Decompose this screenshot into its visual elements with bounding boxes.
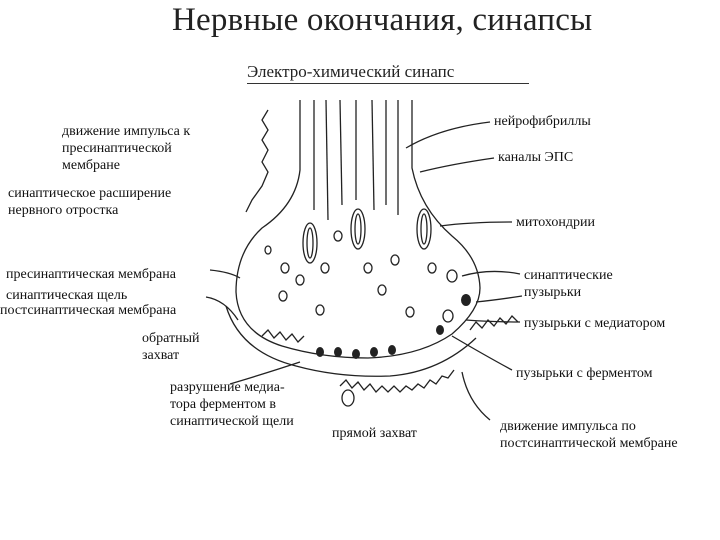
neurofibril <box>325 99 329 221</box>
label-syn-expansion-2: нервного отростка <box>8 203 119 218</box>
label-impulse-presyn-2: пресинаптической <box>62 141 172 156</box>
mediator-vesicle <box>316 347 324 357</box>
vesicle <box>315 304 325 316</box>
leader-line <box>419 157 495 173</box>
diagram-subtitle: Электро-химический синапс <box>247 62 455 81</box>
label-mediator-vesicles: пузырьки с медиатором <box>524 316 666 331</box>
label-impulse-postsyn-1: движение импульса по <box>500 419 636 434</box>
mitochondrion <box>350 208 366 250</box>
vesicle <box>377 284 387 296</box>
vesicle <box>446 269 458 283</box>
label-eps-channels: каналы ЭПС <box>498 150 574 165</box>
mediator-vesicle <box>352 349 360 359</box>
label-reuptake-1: обратный <box>142 331 200 346</box>
leader-line <box>229 361 301 385</box>
vesicle <box>442 309 454 323</box>
vesicle <box>295 274 305 286</box>
label-destruction-2: тора ферментом в <box>170 397 276 412</box>
vesicle <box>427 262 437 274</box>
leader-line <box>205 296 239 321</box>
leader-line <box>461 270 521 277</box>
leader-line <box>209 269 241 279</box>
leader-line <box>439 221 513 227</box>
vesicle <box>333 230 343 242</box>
label-impulse-postsyn-2: постсинаптической мембране <box>500 436 678 451</box>
label-destruction-1: разрушение медиа- <box>170 380 285 395</box>
leader-line <box>405 121 491 149</box>
mitochondrion <box>420 213 428 245</box>
label-presyn-membrane: пресинаптическая мембрана <box>6 267 176 282</box>
mediator-vesicle <box>388 345 396 355</box>
vesicle <box>390 254 400 266</box>
leader-line <box>465 319 521 323</box>
mediator-vesicle <box>461 294 471 306</box>
neurofibril <box>339 99 343 206</box>
label-syn-cleft: синаптическая щель <box>6 288 128 303</box>
mediator-vesicle <box>370 347 378 357</box>
postsynaptic-membrane <box>225 305 477 377</box>
vesicle <box>363 262 373 274</box>
mitochondrion <box>416 208 432 250</box>
cleft-particle <box>341 389 355 407</box>
leader-line <box>461 371 491 421</box>
label-impulse-presyn-1: движение импульса к <box>62 124 191 139</box>
left-process-outline <box>245 109 269 213</box>
leader-line <box>451 335 513 371</box>
label-syn-vesicles-2: пузырьки <box>524 285 582 300</box>
subtitle-underline <box>247 83 529 84</box>
mitochondrion <box>354 213 362 245</box>
mitochondrion <box>302 222 318 264</box>
page-title: Нервные окончания, синапсы <box>172 2 593 38</box>
label-syn-vesicles-1: синаптические <box>524 268 613 283</box>
label-reuptake-2: захват <box>142 348 180 363</box>
label-neurofibrils: нейрофибриллы <box>494 114 591 129</box>
axon-outline-left <box>235 100 481 359</box>
mediator-vesicle <box>436 325 444 335</box>
label-mitochondria: митохондрии <box>516 215 596 230</box>
mitochondrion <box>306 227 314 259</box>
vesicle <box>405 306 415 318</box>
label-postsyn-membrane: постсинаптическая мембрана <box>0 303 177 318</box>
label-syn-expansion-1: синаптическое расширение <box>8 186 172 201</box>
mediator-vesicle <box>334 347 342 357</box>
label-enzyme-vesicles: пузырьки с ферментом <box>516 366 653 381</box>
label-destruction-3: синаптической щели <box>170 414 294 429</box>
label-impulse-presyn-3: мембране <box>62 158 120 173</box>
vesicle <box>280 262 290 274</box>
postsynaptic-membrane-outer <box>261 329 455 393</box>
vesicle <box>278 290 288 302</box>
vesicle <box>320 262 330 274</box>
neurofibril <box>371 99 375 211</box>
vesicle <box>264 245 272 255</box>
membrane-zigzag-top <box>469 315 519 331</box>
leader-line <box>475 295 523 303</box>
label-direct-capture: прямой захват <box>332 426 417 441</box>
